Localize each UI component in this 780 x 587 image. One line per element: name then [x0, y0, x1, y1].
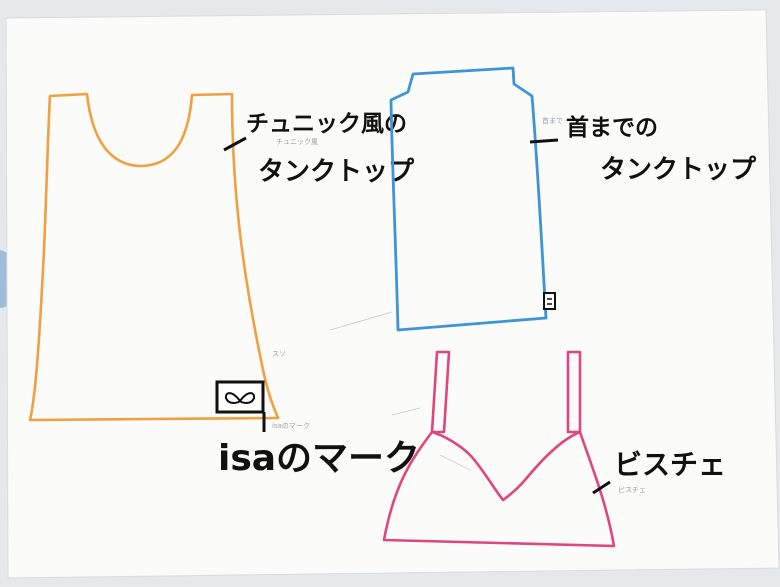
paper-sheet: [5, 9, 780, 579]
bustier-label: ビスチェ: [614, 448, 726, 481]
isa-faint-note: isaのマーク: [272, 422, 310, 430]
label-tag-icon: [543, 292, 556, 310]
tunic-label-line2: タンクトップ: [258, 157, 415, 187]
pencil-guide: [391, 407, 421, 416]
isa-mark-label: isaのマーク: [218, 438, 420, 479]
tunic-label-line1: チュニック風の: [246, 111, 407, 137]
bustier-faint-note: ビスチェ: [618, 485, 646, 494]
bustier-pointer-line: [592, 480, 611, 495]
neck-label-line1: 首までの: [566, 114, 658, 141]
isa-logo-icon: [215, 380, 265, 414]
bustier-drawing: [430, 350, 451, 434]
hem-faint-note: スソ: [272, 350, 286, 358]
neck-label-line2: タンクトップ: [600, 155, 757, 185]
neck-pointer-line: [529, 138, 559, 144]
neck-faint-note: 首まで: [542, 116, 563, 125]
tunic-pointer-line: [223, 136, 247, 152]
neck-tank-top-drawing: [389, 66, 548, 332]
tunic-faint-note: チュニック風: [276, 138, 318, 146]
bustier-body: [382, 430, 616, 548]
pencil-guide: [329, 311, 393, 331]
pencil-guide: [439, 454, 471, 471]
tunic-tank-top-drawing: [28, 92, 280, 422]
